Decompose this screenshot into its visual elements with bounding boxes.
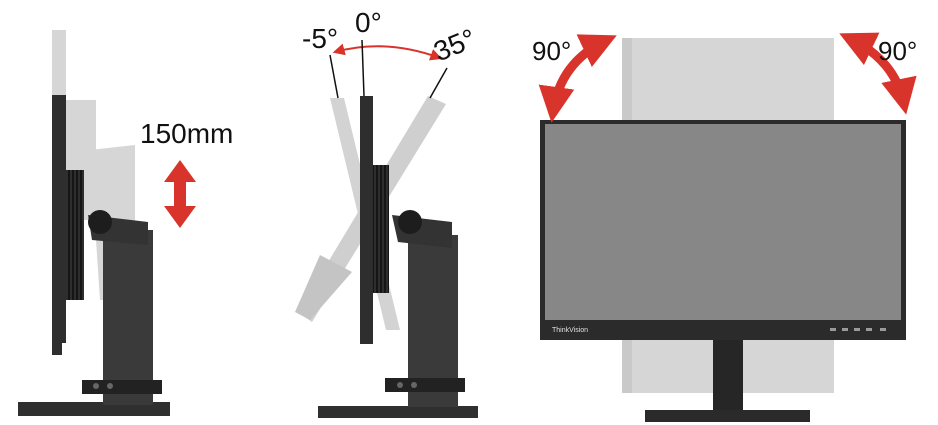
brand-logo: ThinkVision [552, 327, 588, 334]
pivot-left-arrow-icon [538, 34, 617, 123]
tilt-view: -5° 0° 35° [295, 7, 480, 418]
monitor-profile [52, 95, 66, 343]
pivot-view: ThinkVision 90° 90° [532, 32, 917, 422]
tilt-forward-label: 35° [429, 23, 480, 68]
stand-column [103, 230, 153, 405]
tilt-arc-icon [332, 43, 443, 61]
hinge [88, 210, 112, 234]
cable-clip [82, 380, 162, 394]
monitor-profile [360, 96, 373, 344]
stand-base [645, 410, 810, 422]
pivot-right-label: 90° [878, 36, 917, 66]
pivot-right-arrow-icon [839, 32, 917, 115]
stand-base [18, 402, 170, 416]
stand-base [318, 406, 478, 418]
osd-buttons [830, 328, 886, 331]
tilt-back-label: -5° [302, 23, 338, 54]
rear-vents [66, 170, 84, 300]
monitor-screen [545, 124, 901, 320]
height-adjust-view: 150mm [18, 30, 233, 416]
tilt-zero-label: 0° [355, 7, 382, 38]
height-range-label: 150mm [140, 118, 233, 149]
height-arrow-icon [164, 160, 196, 228]
stand-neck [713, 335, 743, 410]
pivot-left-label: 90° [532, 36, 571, 66]
